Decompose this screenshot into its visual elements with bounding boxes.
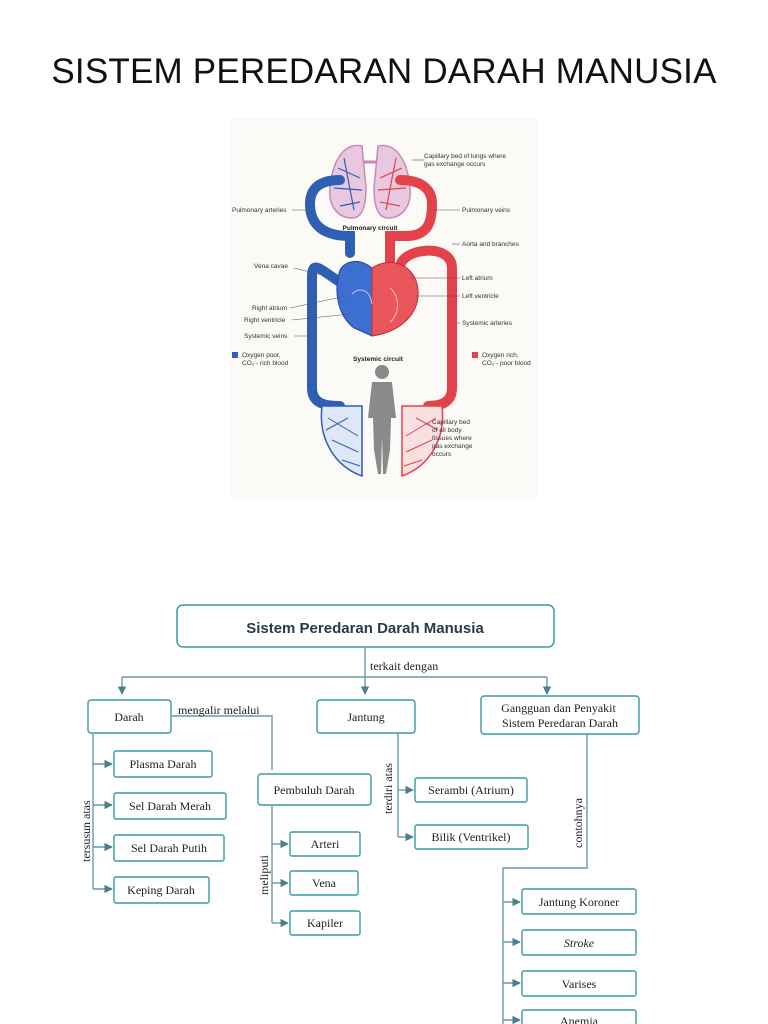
aorta-vessel (395, 245, 457, 411)
concept-map: Sistem Peredaran Darah Manusia terkait d… (79, 604, 640, 1024)
node-pembuluh-darah (257, 773, 372, 806)
slide-title: SISTEM PEREDARAN DARAH MANUSIA (51, 52, 717, 91)
node-jantung (316, 699, 416, 734)
node-plasma-darah-label: Plasma Darah (130, 757, 197, 771)
node-jantung-koroner (521, 888, 637, 915)
link-mengalir-melalui: mengalir melalui (178, 703, 260, 717)
node-sel-darah-merah (113, 792, 227, 820)
concept-connectors (92, 647, 588, 1024)
label-left-atrium: Left atrium (462, 275, 493, 282)
node-kapiler-label: Kapiler (307, 916, 343, 930)
label-systemic-veins: Systemic veins (244, 333, 288, 340)
node-jantung-koroner-label: Jantung Koroner (539, 895, 619, 909)
label-pulmonary-circuit: Pulmonary circuit (343, 225, 399, 232)
label-right-ventricle: Right ventricle (244, 317, 286, 324)
concept-title-box (176, 604, 555, 648)
pulmonary-artery-vessel (304, 175, 355, 258)
node-sel-darah-putih (113, 834, 225, 862)
link-terkait-dengan: terkait dengan (370, 659, 438, 673)
legend-oxygen-rich: Oxygen rich, CO₂ - poor blood (482, 352, 531, 367)
node-varises (521, 970, 637, 997)
vena-cava-vessel (307, 262, 351, 411)
label-systemic-arteries: Systemic arteries (462, 320, 513, 327)
label-systemic-circuit: Systemic circuit (353, 356, 404, 363)
circulatory-system-illustration: Capillary bed of lungs where gas exchang… (230, 118, 538, 500)
node-bilik (414, 824, 529, 850)
link-meliputi: meliputi (257, 854, 271, 895)
node-kapiler (289, 910, 361, 936)
node-darah-label: Darah (114, 710, 143, 724)
node-anemia-label: Anemia (560, 1014, 599, 1024)
label-vena-cavae: Vena cavae (254, 263, 288, 270)
link-tersusun-atas: tersusun atas (79, 800, 93, 862)
label-pulmonary-arteries: Pulmonary arteries (232, 207, 287, 214)
concept-title: Sistem Peredaran Darah Manusia (246, 620, 484, 637)
node-stroke-label: Stroke (564, 936, 595, 950)
node-vena (289, 870, 359, 896)
human-silhouette (368, 365, 396, 474)
node-arteri (289, 831, 361, 857)
heart (336, 261, 419, 337)
node-darah (87, 699, 172, 734)
node-sel-darah-putih-label: Sel Darah Putih (131, 841, 207, 855)
pulmonary-vein-vessel (385, 175, 438, 273)
node-gangguan (480, 695, 640, 735)
link-terdiri-atas: terdiri atas (381, 763, 395, 814)
node-anemia (521, 1009, 637, 1024)
node-serambi (414, 777, 528, 803)
legend-swatch-oxygen-poor (232, 352, 238, 358)
body-capillary-bed (320, 405, 444, 478)
label-left-ventricle: Left ventricle (462, 293, 499, 300)
leader-lines (289, 159, 460, 425)
label-pulmonary-veins: Pulmonary veins (462, 207, 511, 214)
node-gangguan-label: Gangguan dan Penyakit Sistem Peredaran D… (501, 701, 619, 730)
node-bilik-label: Bilik (Ventrikel) (432, 830, 511, 844)
node-pembuluh-darah-label: Pembuluh Darah (274, 783, 355, 797)
legend-swatch-oxygen-rich (472, 352, 478, 358)
label-capillary-lungs: Capillary bed of lungs where gas exchang… (424, 153, 508, 168)
node-serambi-label: Serambi (Atrium) (428, 783, 514, 797)
label-right-atrium: Right atrium (252, 305, 287, 312)
link-top-bg (368, 658, 454, 674)
link-contohnya: contohnya (571, 797, 585, 848)
lungs (329, 144, 411, 219)
node-keping-darah (113, 876, 210, 904)
node-vena-label: Vena (312, 876, 337, 890)
node-arteri-label: Arteri (311, 837, 340, 851)
node-jantung-label: Jantung (347, 710, 384, 724)
node-plasma-darah (113, 750, 213, 778)
label-capillary-body: Capillary bed of all body tissues where … (432, 419, 474, 458)
node-keping-darah-label: Keping Darah (127, 883, 195, 897)
node-sel-darah-merah-label: Sel Darah Merah (129, 799, 211, 813)
label-aorta: Aorta and branches (462, 241, 519, 248)
legend-oxygen-poor: Oxygen poor, CO₂ - rich blood (242, 352, 289, 367)
node-stroke (521, 929, 637, 956)
node-varises-label: Varises (562, 977, 597, 991)
